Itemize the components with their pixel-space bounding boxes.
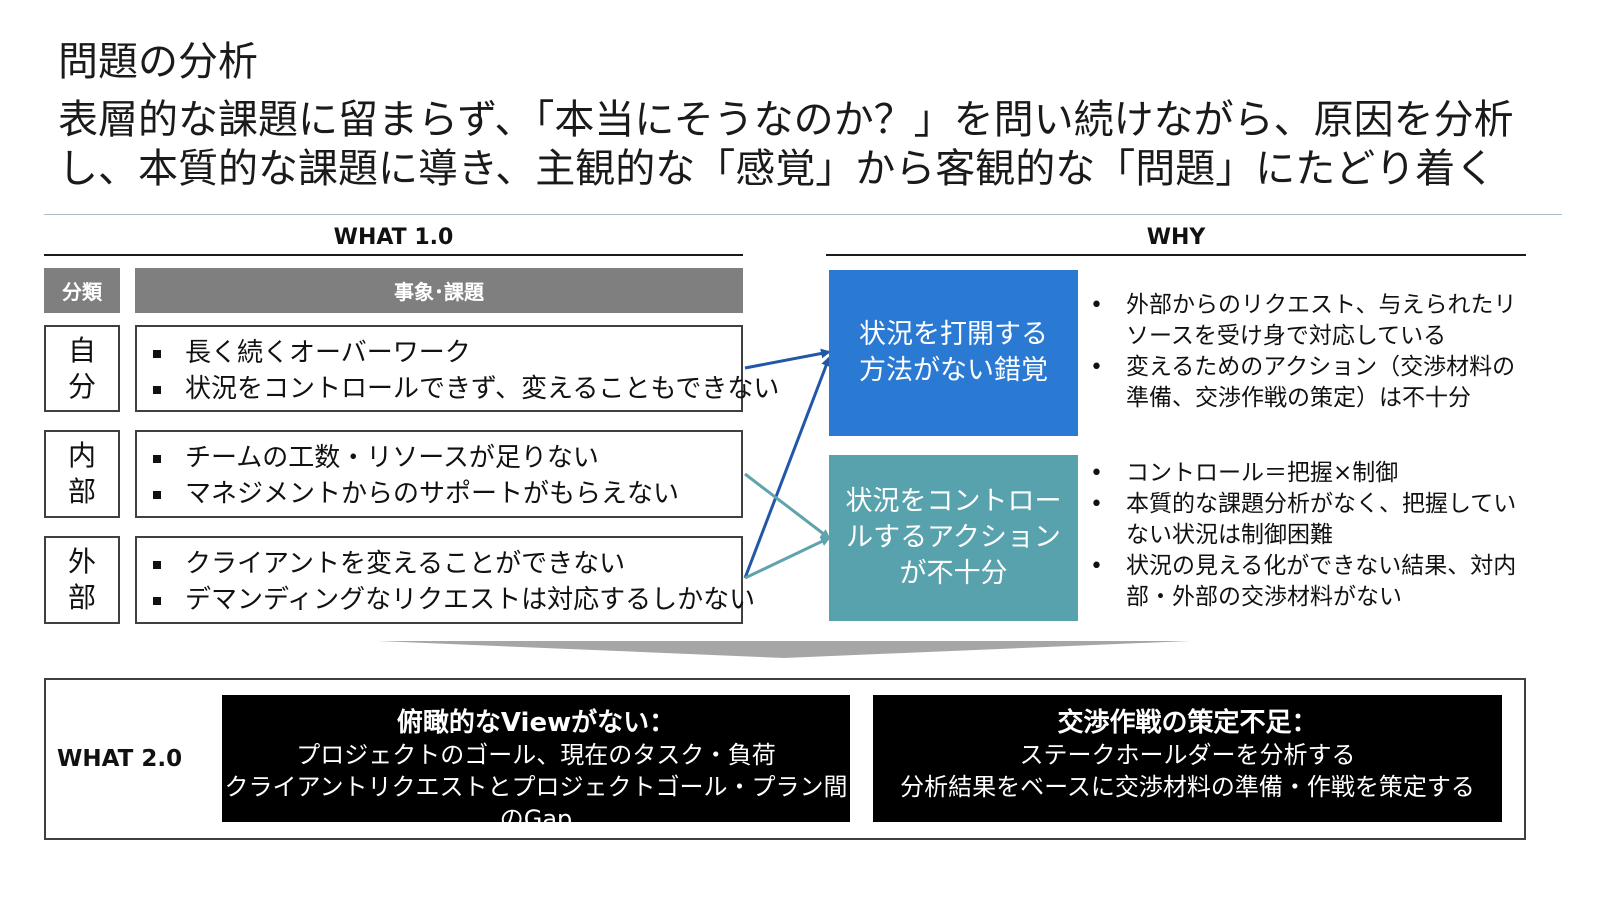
category-internal: 内部 xyxy=(44,430,120,518)
why-point: 状況の見える化ができない結果、対内部・外部の交渉材料がない xyxy=(1086,551,1526,613)
cause-box-illusion: 状況を打開する方法がない錯覚 xyxy=(829,270,1078,436)
category-label: 外部 xyxy=(67,545,96,614)
what2-box-line: ステークホールダーを分析する xyxy=(1019,741,1356,769)
issue-box-self: 長く続くオーバーワーク 状況をコントロールできず、変えることもできない xyxy=(135,325,779,412)
cause-label: 状況をコントロールするアクションが不十分 xyxy=(845,486,1062,589)
cause-label: 状況を打開する方法がない錯覚 xyxy=(859,319,1048,386)
issue-item: デマンディングなリクエストは対応するしかない xyxy=(147,582,755,618)
what1-heading: WHAT 1.0 xyxy=(333,225,454,250)
issue-item: マネジメントからのサポートがもらえない xyxy=(147,476,741,512)
category-label: 内部 xyxy=(67,439,96,508)
cause-box-control: 状況をコントロールするアクションが不十分 xyxy=(829,455,1078,621)
why-heading-line xyxy=(826,254,1526,256)
what2-box-line: 分析結果をベースに交渉材料の準備・作戦を策定する xyxy=(900,773,1475,801)
issue-column-header: 事象･課題 xyxy=(135,268,743,313)
gap-no-overview-box: 俯瞰的なViewがない： プロジェクトのゴール、現在のタスク・負荷 クライアント… xyxy=(222,695,850,833)
negotiation-strategy-box: 交渉作戦の策定不足： ステークホールダーを分析する 分析結果をベースに交渉材料の… xyxy=(873,695,1502,822)
arrow-external-to-cause1 xyxy=(743,356,831,579)
arrow-self-to-cause1 xyxy=(744,348,831,370)
what2-box-line: クライアントリクエストとプロジェクトゴール・プラン間のGap xyxy=(224,773,848,833)
category-external: 外部 xyxy=(44,536,120,624)
category-column-header: 分類 xyxy=(44,268,120,313)
page-subtitle: 表層的な課題に留まらず、「本当にそうなのか？」を問い続けながら、原因を分析し、本… xyxy=(58,97,1514,192)
category-label: 自分 xyxy=(67,333,96,403)
issue-box-internal: チームの工数・リソースが足りない マネジメントからのサポートがもらえない xyxy=(135,430,743,518)
issue-item: クライアントを変えることができない xyxy=(147,546,741,582)
what2-box-title: 交渉作戦の策定不足： xyxy=(1057,708,1318,738)
why-point: 本質的な課題分析がなく、把握していない状況は制御困難 xyxy=(1086,489,1526,551)
why-point: 変えるためのアクション（交渉材料の準備、交渉作戦の策定）は不十分 xyxy=(1086,352,1526,414)
what2-box-title: 俯瞰的なViewがない： xyxy=(396,708,676,738)
issue-item: チームの工数・リソースが足りない xyxy=(147,440,741,476)
what1-heading-line xyxy=(44,254,743,256)
what2-label: WHAT 2.0 xyxy=(57,746,183,772)
why-point: 外部からのリクエスト、与えられたリソースを受け身で対応している xyxy=(1086,290,1526,352)
header-divider xyxy=(44,214,1562,215)
what2-container xyxy=(44,678,1526,840)
cause-illusion-points: 外部からのリクエスト、与えられたリソースを受け身で対応している 変えるためのアク… xyxy=(1086,290,1526,414)
what2-box-line: プロジェクトのゴール、現在のタスク・負荷 xyxy=(296,741,776,769)
issue-item: 状況をコントロールできず、変えることもできない xyxy=(147,371,779,407)
issue-item: 長く続くオーバーワーク xyxy=(147,335,741,371)
page-title: 問題の分析 xyxy=(58,39,258,85)
why-point: コントロール＝把握×制御 xyxy=(1086,458,1526,489)
arrow-internal-to-cause2 xyxy=(744,472,831,540)
arrow-external-to-cause2 xyxy=(744,536,831,580)
cause-control-points: コントロール＝把握×制御 本質的な課題分析がなく、把握していない状況は制御困難 … xyxy=(1086,458,1526,613)
issue-box-external: クライアントを変えることができない デマンディングなリクエストは対応するしかない xyxy=(135,536,755,624)
why-heading: WHY xyxy=(1146,225,1206,250)
category-self: 自分 xyxy=(44,325,120,412)
